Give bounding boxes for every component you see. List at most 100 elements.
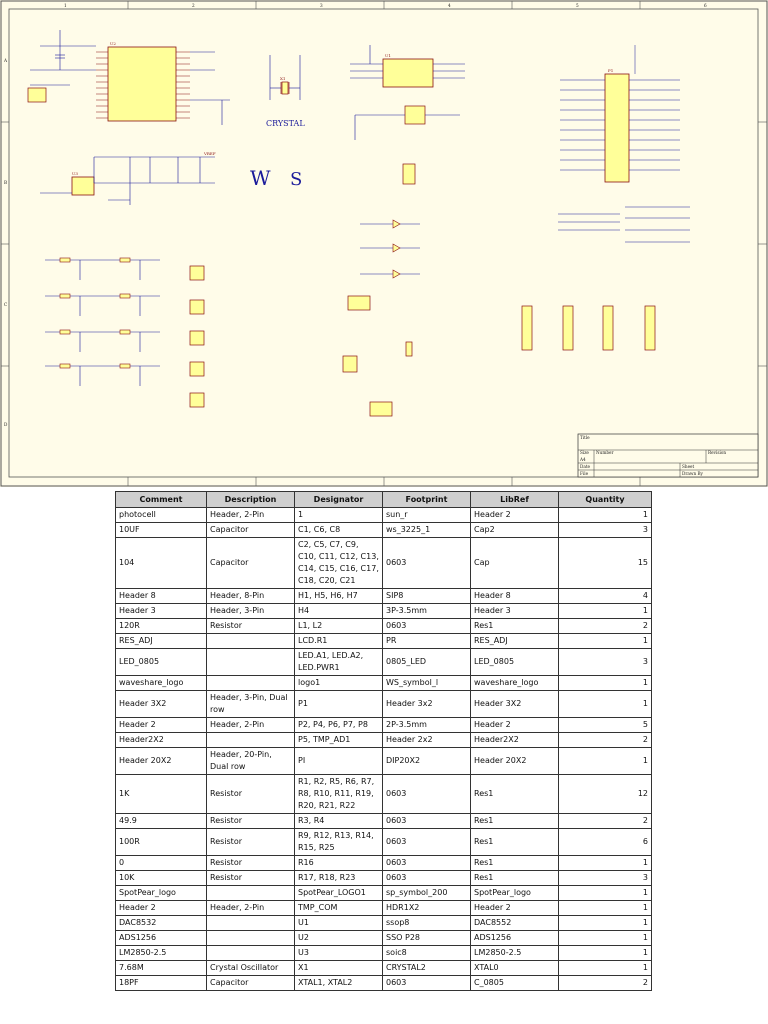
u3-label: U3 xyxy=(72,171,78,176)
cell-libref: Res1 xyxy=(470,828,559,856)
date-label: Date xyxy=(580,464,591,469)
cell-designator: L1, L2 xyxy=(294,618,383,634)
cell-comment: Header 2 xyxy=(115,900,207,916)
cell-quantity: 1 xyxy=(558,900,652,916)
cell-quantity: 1 xyxy=(558,633,652,649)
spotpear-logo-letter: S xyxy=(290,169,302,190)
schematic-drawing: 1 2 3 4 5 6 A B C D U2 xyxy=(0,0,768,487)
cell-footprint: 0603 xyxy=(382,975,471,991)
cell-libref: Header2X2 xyxy=(470,732,559,748)
drawn-label: Drawn By xyxy=(682,471,704,476)
file-label: File xyxy=(580,471,589,476)
cell-description: Header, 2-Pin xyxy=(206,717,295,733)
size-value: A4 xyxy=(579,457,586,462)
cell-footprint: sun_r xyxy=(382,507,471,523)
title-label: Title xyxy=(580,435,590,440)
cell-comment: 100R xyxy=(115,828,207,856)
column-header-footprint: Footprint xyxy=(382,491,471,508)
cell-quantity: 1 xyxy=(558,855,652,871)
cell-designator: SpotPear_LOGO1 xyxy=(294,885,383,901)
u1-chip: U1 xyxy=(350,45,465,88)
header2-blocks xyxy=(189,265,413,417)
cell-libref: Cap2 xyxy=(470,522,559,538)
cell-libref: waveshare_logo xyxy=(470,675,559,691)
zone-col-label: 2 xyxy=(192,3,195,8)
sheet-label: Sheet xyxy=(682,464,695,469)
cell-comment: ADS1256 xyxy=(115,930,207,946)
cell-quantity: 1 xyxy=(558,603,652,619)
cell-designator: C2, C5, C7, C9, C10, C11, C12, C13, C14,… xyxy=(294,537,383,589)
cell-footprint: CRYSTAL2 xyxy=(382,960,471,976)
cell-quantity: 2 xyxy=(558,813,652,829)
bom-table: Comment Description Designator Footprint… xyxy=(115,491,652,991)
cell-footprint: ssop8 xyxy=(382,915,471,931)
cell-description xyxy=(206,885,295,901)
cell-designator: LCD.R1 xyxy=(294,633,383,649)
cell-description: Capacitor xyxy=(206,522,295,538)
cell-comment: Header 3 xyxy=(115,603,207,619)
cell-designator: R3, R4 xyxy=(294,813,383,829)
cell-footprint: SIP8 xyxy=(382,588,471,604)
cell-quantity: 1 xyxy=(558,945,652,961)
cell-footprint: Header 3x2 xyxy=(382,690,471,718)
crystal-label: CRYSTAL xyxy=(266,119,305,128)
cell-quantity: 3 xyxy=(558,870,652,886)
cell-description: Header, 3-Pin xyxy=(206,603,295,619)
cell-designator: C1, C6, C8 xyxy=(294,522,383,538)
cell-libref: RES_ADJ xyxy=(470,633,559,649)
cell-quantity: 2 xyxy=(558,732,652,748)
cell-designator: R16 xyxy=(294,855,383,871)
waveshare-logo-letter: W xyxy=(250,166,271,190)
cell-footprint: 2P-3.5mm xyxy=(382,717,471,733)
zone-row-label: B xyxy=(4,180,7,185)
cell-libref: LED_0805 xyxy=(470,648,559,676)
cell-libref: Res1 xyxy=(470,774,559,814)
cell-comment: 10UF xyxy=(115,522,207,538)
number-label: Number xyxy=(596,450,614,455)
column-header-designator: Designator xyxy=(294,491,383,508)
cell-libref: Header 3X2 xyxy=(470,690,559,718)
led-network xyxy=(360,219,420,279)
cell-libref: Cap xyxy=(470,537,559,589)
cell-libref: Header 3 xyxy=(470,603,559,619)
cell-quantity: 3 xyxy=(558,648,652,676)
header8-blocks xyxy=(521,305,656,351)
cell-footprint: SSO P28 xyxy=(382,930,471,946)
cell-comment: photocell xyxy=(115,507,207,523)
cell-footprint: WS_symbol_l xyxy=(382,675,471,691)
cell-description: Resistor xyxy=(206,813,295,829)
zone-col-label: 4 xyxy=(448,3,451,8)
cell-comment: RES_ADJ xyxy=(115,633,207,649)
cell-footprint: 0603 xyxy=(382,855,471,871)
cell-libref: Header 2 xyxy=(470,717,559,733)
zone-col-label: 6 xyxy=(704,3,707,8)
column-header-description: Description xyxy=(206,491,295,508)
cell-libref: Res1 xyxy=(470,813,559,829)
revision-label: Revision xyxy=(708,450,726,455)
cell-quantity: 5 xyxy=(558,717,652,733)
cell-comment: LM2850-2.5 xyxy=(115,945,207,961)
cell-quantity: 15 xyxy=(558,537,652,589)
title-block: Title Size A4 Number Revision Date File … xyxy=(577,433,759,478)
cell-designator: logo1 xyxy=(294,675,383,691)
cell-libref: Res1 xyxy=(470,618,559,634)
u2-chip: U2 xyxy=(96,41,190,122)
cell-designator: H1, H5, H6, H7 xyxy=(294,588,383,604)
cell-designator: U2 xyxy=(294,930,383,946)
cell-comment: waveshare_logo xyxy=(115,675,207,691)
zone-row-label: C xyxy=(4,302,7,307)
cell-footprint: sp_symbol_200 xyxy=(382,885,471,901)
cell-libref: Res1 xyxy=(470,870,559,886)
cell-description: Resistor xyxy=(206,774,295,814)
cell-comment: 10K xyxy=(115,870,207,886)
cell-quantity: 1 xyxy=(558,915,652,931)
cell-comment: LED_0805 xyxy=(115,648,207,676)
